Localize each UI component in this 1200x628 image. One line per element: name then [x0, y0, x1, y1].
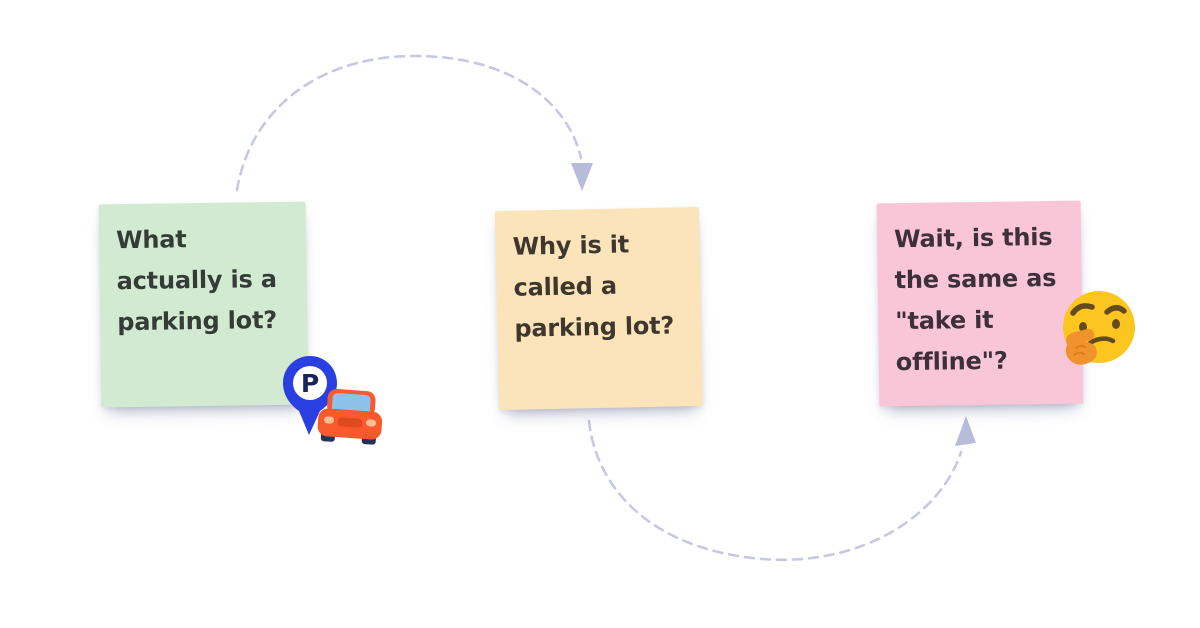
car-grille: [337, 417, 363, 428]
arrowhead-up-icon: [955, 416, 976, 446]
emoji-eye-left: [1079, 322, 1087, 332]
parking-pin-car-sticker[interactable]: P: [270, 350, 382, 450]
car-headlight-right: [365, 419, 376, 427]
connector-arrow-note2-to-note3[interactable]: [587, 416, 976, 562]
sticky-note-text: What actually is a parking lot?: [115, 225, 278, 337]
emoji-eyebrow-right: [1104, 305, 1127, 315]
parking-pin-icon: P: [283, 356, 337, 435]
emoji-hand-knuckles: [1073, 344, 1086, 356]
pin-badge: [293, 366, 327, 400]
dashed-curve: [235, 54, 583, 192]
thinking-face-emoji[interactable]: [1058, 288, 1140, 370]
arrowhead-down-icon: [571, 163, 593, 191]
connector-arrow-note1-to-note2[interactable]: [235, 54, 593, 192]
sticky-note-orange[interactable]: Why is it called a parking lot?: [494, 206, 704, 411]
sticky-note-pink[interactable]: Wait, is this the same as "take it offli…: [876, 200, 1084, 407]
emoji-eyebrow-left: [1070, 303, 1095, 316]
emoji-eye-right: [1112, 319, 1120, 329]
car-headlight-left: [324, 416, 335, 424]
dashed-curve: [587, 419, 963, 562]
car-icon: [317, 389, 382, 445]
sticky-note-text: Why is it called a parking lot?: [512, 230, 675, 343]
parking-letter: P: [301, 369, 319, 398]
emoji-hand-shape: [1065, 328, 1097, 365]
sticky-note-text: Wait, is this the same as "take it offli…: [893, 222, 1057, 377]
emoji-hand: [1065, 328, 1097, 365]
